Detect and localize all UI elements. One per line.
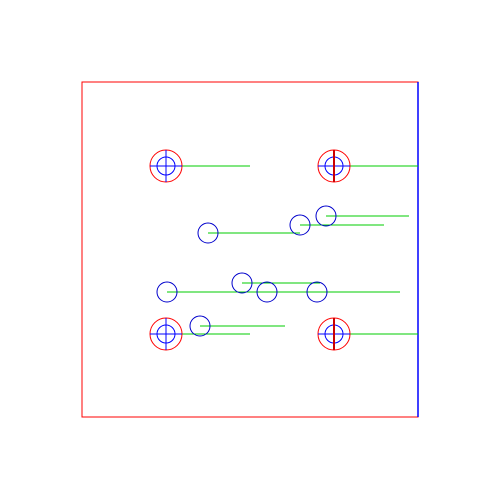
ball xyxy=(231,272,253,294)
ball xyxy=(315,205,337,227)
ball xyxy=(189,315,211,337)
anchor-bottom-left xyxy=(149,317,183,351)
anchor-top-left xyxy=(149,149,183,183)
ball xyxy=(197,222,219,244)
anchor-bottom-right xyxy=(317,317,351,351)
ball xyxy=(256,281,278,303)
ball xyxy=(156,281,178,303)
balls-group xyxy=(156,205,337,337)
anchor-top-right xyxy=(317,149,351,183)
ball xyxy=(306,281,328,303)
ball xyxy=(289,214,311,236)
